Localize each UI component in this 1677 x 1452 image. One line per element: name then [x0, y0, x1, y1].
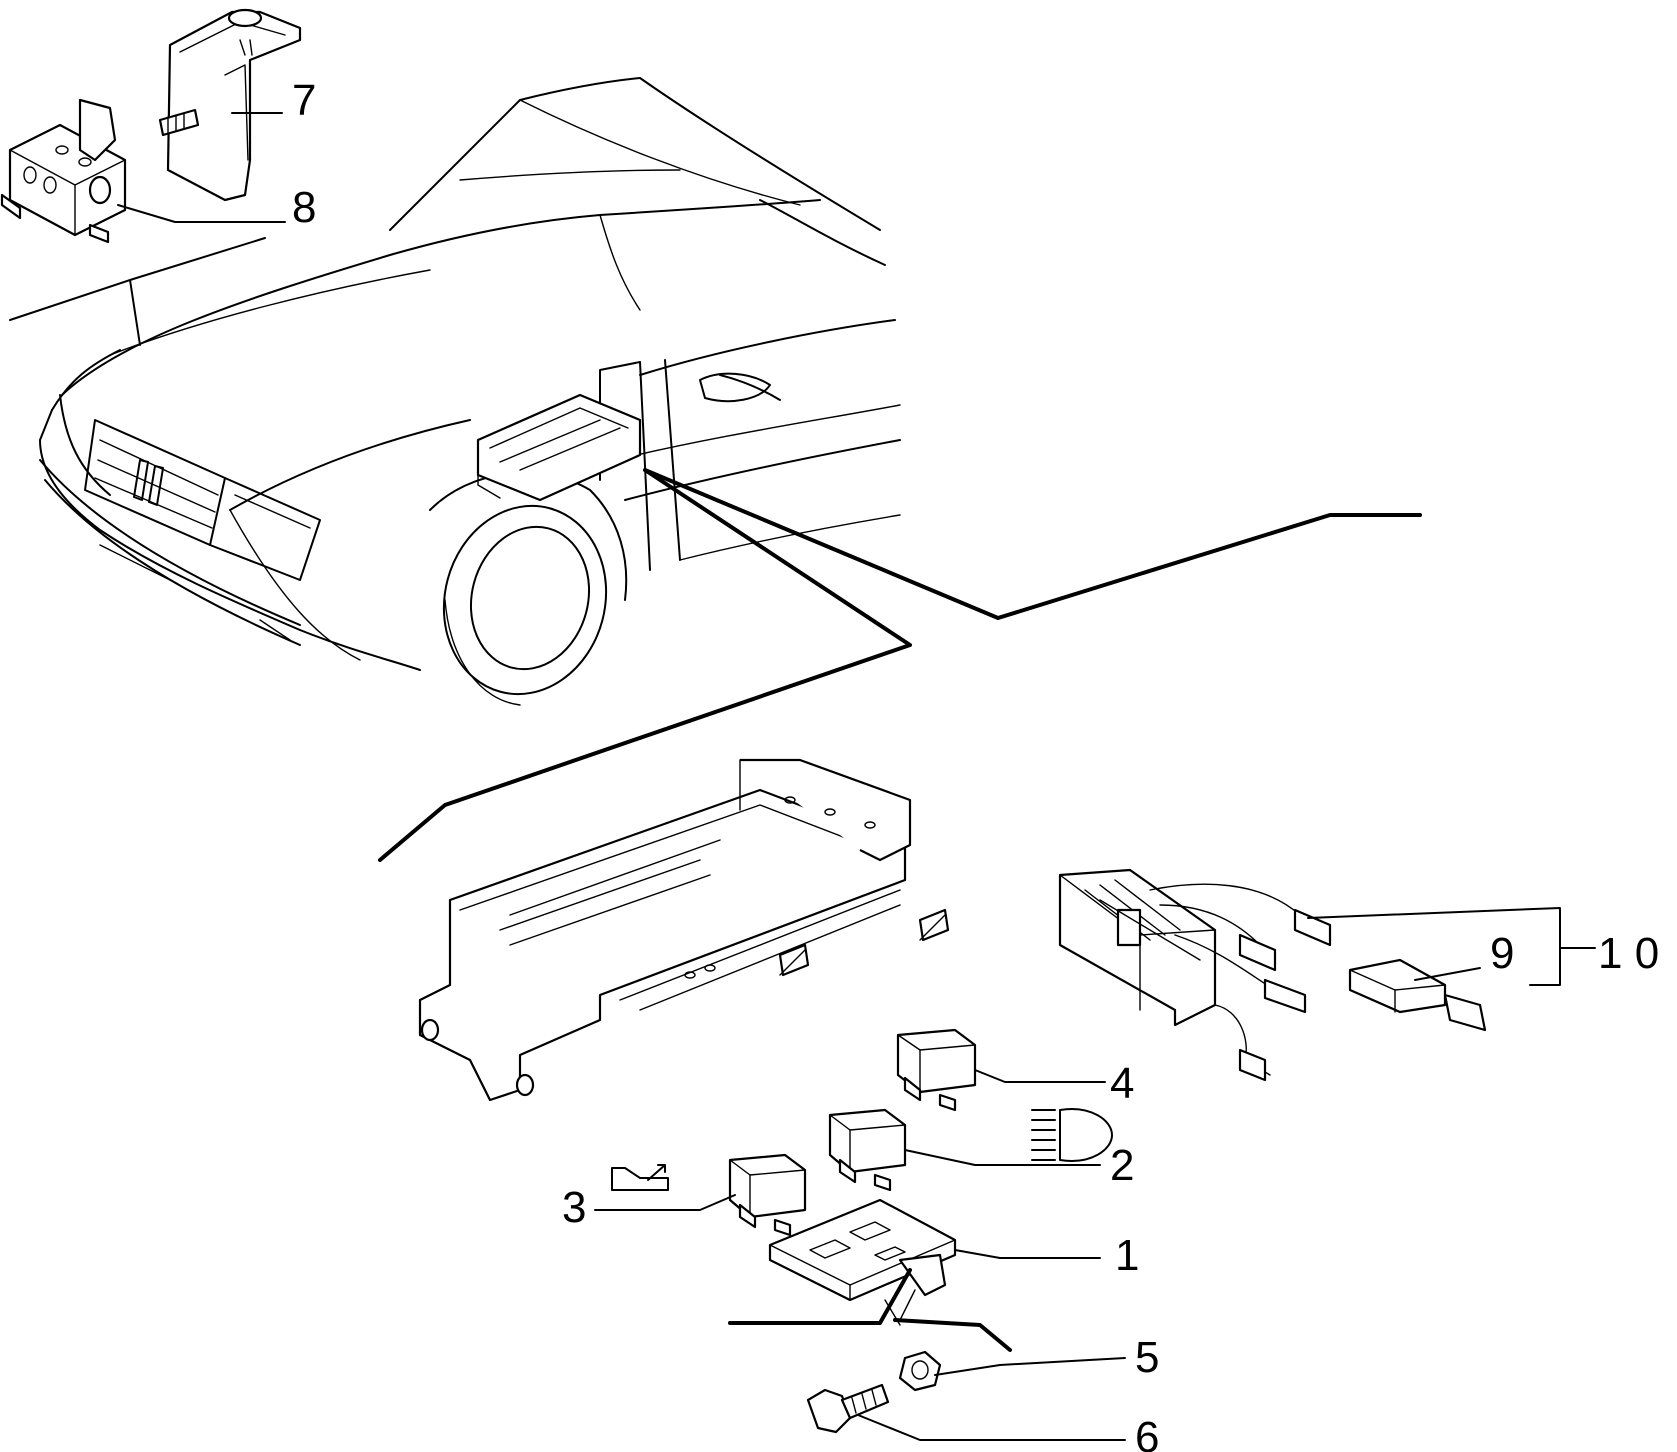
callout-1: 1	[1115, 1231, 1139, 1280]
leader-6	[857, 1414, 1126, 1441]
mount-leader-line	[728, 1268, 912, 1325]
leader-5	[934, 1357, 1126, 1376]
leader-1	[954, 1249, 1101, 1259]
callout-7: 7	[292, 76, 316, 125]
part-10-fuse-box	[1058, 868, 1332, 1082]
leader-8	[117, 204, 286, 223]
callout-4: 4	[1110, 1059, 1134, 1108]
callout-3: 3	[562, 1183, 586, 1232]
callout-8: 8	[292, 183, 316, 232]
callout-9: 9	[1490, 929, 1514, 978]
part-2-relay	[828, 1108, 907, 1192]
detail-leader-right	[643, 468, 1422, 620]
leader-10-bracket	[1307, 907, 1561, 986]
relay-mounting-bracket	[418, 758, 950, 1102]
callout-6: 6	[1135, 1413, 1159, 1452]
leader-9	[1414, 967, 1481, 981]
leader-4	[974, 1069, 1106, 1083]
leader-2	[904, 1149, 1101, 1166]
leader-3	[594, 1194, 736, 1211]
rear-window-defroster-icon	[611, 1164, 669, 1191]
part-8-relay-socket	[0, 98, 127, 244]
car-outline	[39, 77, 901, 706]
part-5-nut	[898, 1350, 942, 1392]
callout-5: 5	[1135, 1333, 1159, 1382]
part-4-relay	[896, 1028, 977, 1112]
part-9-fuse	[1348, 958, 1487, 1032]
relay-bracket-in-car	[476, 393, 642, 502]
callout-10: 1 0	[1598, 929, 1659, 978]
callout-2: 2	[1110, 1141, 1134, 1190]
part-7-bracket	[158, 8, 302, 202]
part-1-relay-plate	[768, 1198, 957, 1302]
part-6-bolt	[806, 1383, 890, 1434]
detail-leader-lower	[378, 468, 912, 862]
headlight-high-beam-icon	[1031, 1108, 1113, 1162]
part-3-relay	[728, 1153, 807, 1237]
